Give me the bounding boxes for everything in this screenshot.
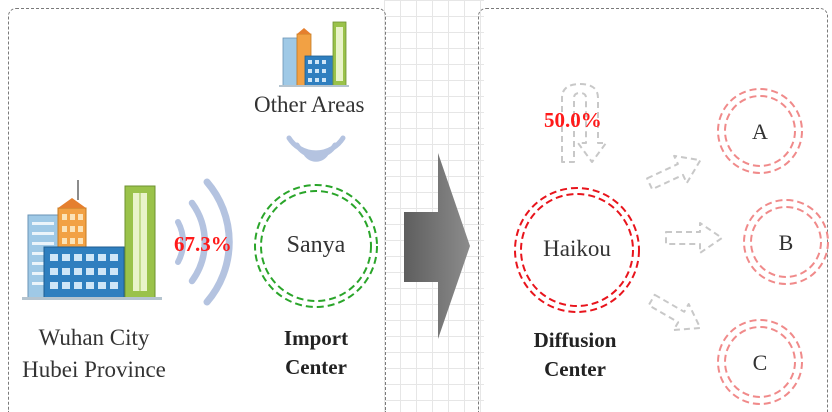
wuhan-signal-waves-icon xyxy=(175,178,233,306)
diffusion-center-title-line2: Center xyxy=(544,357,606,381)
import-stage-panel xyxy=(8,8,386,412)
source-label-line2: Hubei Province xyxy=(22,357,166,382)
wuhan-city-buildings-icon xyxy=(22,180,162,300)
target-ring-a xyxy=(717,88,803,174)
target-ring-c xyxy=(717,319,803,405)
import-center-title-line2: Center xyxy=(285,355,347,379)
import-center-title: Import Center xyxy=(256,324,376,382)
haikou-diffusion-ring xyxy=(514,187,640,313)
target-label-a: A xyxy=(752,119,768,144)
import-percentage: 67.3% xyxy=(174,232,232,256)
diffusion-center-title-line1: Diffusion xyxy=(533,328,617,352)
transition-arrow-icon xyxy=(404,153,470,339)
flow-arrow-to-b-icon xyxy=(665,222,723,254)
haikou-self-loop-arrow-icon xyxy=(561,83,607,163)
haikou-node-label: Haikou xyxy=(543,236,611,261)
diffusion-stage-panel xyxy=(478,8,828,412)
target-label-c: C xyxy=(752,350,768,375)
sanya-node-label: Sanya xyxy=(286,232,346,258)
sanya-import-ring xyxy=(254,184,378,308)
diffusion-percentage: 50.0% xyxy=(544,108,602,132)
flow-arrow-to-c-icon xyxy=(647,293,702,331)
other-areas-buildings-icon xyxy=(279,21,349,87)
target-label-b: B xyxy=(778,230,794,255)
flow-arrow-to-a-icon xyxy=(646,154,702,191)
grid-background xyxy=(384,0,484,412)
diffusion-center-title: Diffusion Center xyxy=(510,326,640,384)
import-center-title-line1: Import xyxy=(283,326,349,350)
other-areas-label: Other Areas xyxy=(254,92,365,117)
other-areas-signal-waves-icon xyxy=(286,135,346,162)
source-label-line1: Wuhan City xyxy=(38,325,150,350)
source-label: Wuhan City Hubei Province xyxy=(12,322,176,386)
target-ring-b xyxy=(743,199,829,285)
